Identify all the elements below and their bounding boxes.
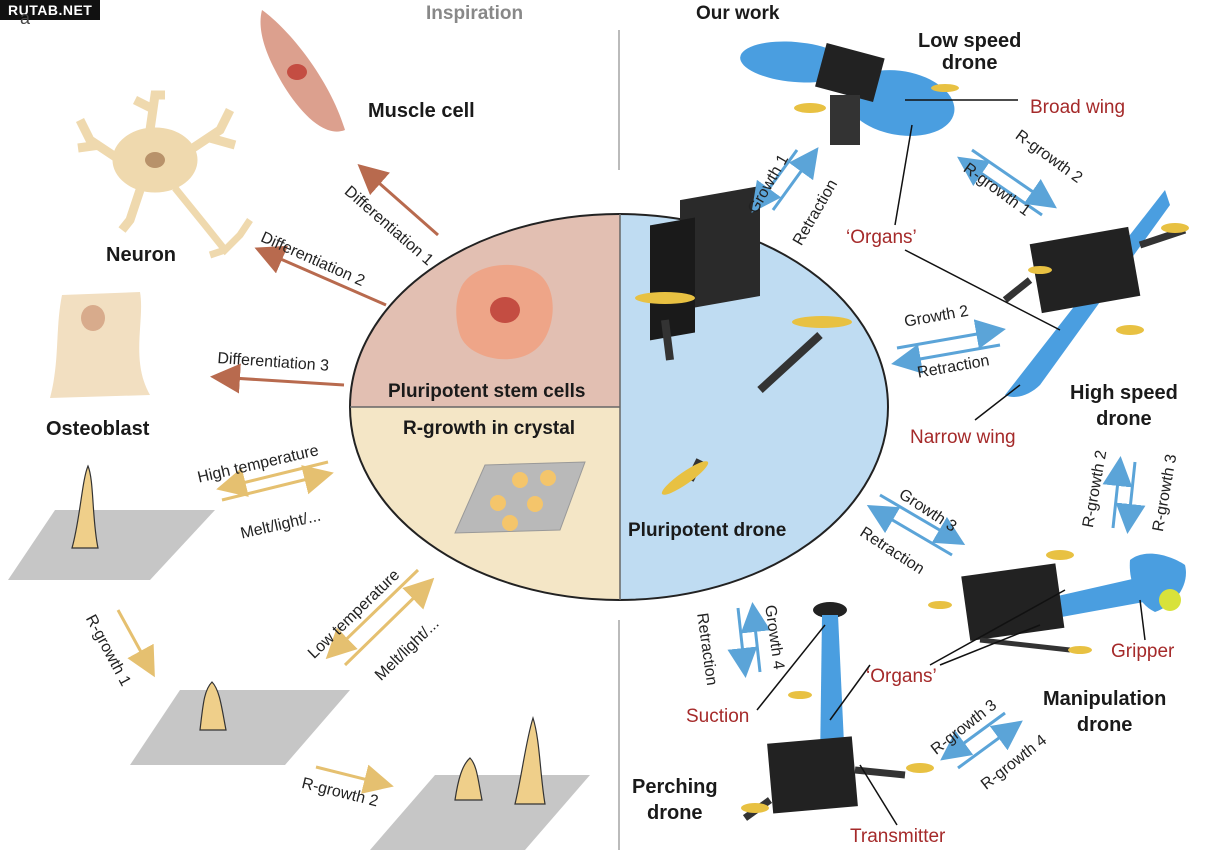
label-manipulation-drone: Manipulation drone [1043,686,1166,738]
label-perching-drone: Perching drone [632,774,718,826]
label-pluripotent-drone: Pluripotent drone [628,520,787,541]
label-rgrowth-crystal: R-growth in crystal [403,418,576,439]
header-inspiration: Inspiration [426,3,524,24]
label-gripper: Gripper [1111,641,1175,662]
crystal-plate-1 [8,464,215,580]
label-organs-top: ‘Organs’ [846,227,917,248]
central-circle [349,213,889,601]
leader-lines [756,99,1146,826]
label-muscle-cell: Muscle cell [368,100,475,122]
label-stem-cells: Pluripotent stem cells [388,381,586,402]
watermark: RUTAB.NET [0,0,101,20]
crystal-plate-2 [130,681,350,765]
label-suction: Suction [686,706,750,727]
diff1-arrow [357,164,439,237]
label-osteoblast: Osteoblast [46,418,150,440]
diff3-arrow [210,363,345,394]
low-speed-drone-icon [740,41,959,145]
retraction2-arrow [891,343,1001,374]
retraction3-arrow [866,504,953,557]
growth4-arrow [727,607,758,678]
muscle-cell-icon [260,10,345,132]
label-transmitter: Transmitter [850,826,946,847]
rg3-bottom-arrow [940,711,1006,761]
label-high-speed-drone: High speed drone [1070,380,1178,432]
low-speed-line2: drone [941,52,998,74]
growth2-arrow [896,319,1006,350]
header-our-work: Our work [696,3,780,24]
high-speed-line1: High speed [1070,382,1178,404]
high-speed-line2: drone [1096,408,1152,430]
panel-letter: a [20,8,31,28]
low-speed-line1: Low speed [918,30,1022,52]
perching-drone-icon [741,602,934,821]
rg4-bottom-arrow [957,720,1023,770]
rg1-top-arrow [957,156,1043,217]
perching-line2: drone [647,802,703,824]
rgrowth2-arrow [315,764,394,794]
label-low-speed-drone: Low speed drone [918,30,1021,74]
label-narrow-wing: Narrow wing [910,427,1016,448]
rg2-side-arrow [1102,456,1133,529]
crystal-plate-3 [370,716,590,850]
rgrowth1-arrow [116,609,155,678]
melt1-arrow [221,465,334,502]
high-speed-drone-icon [1002,190,1189,397]
label-broad-wing: Broad wing [1030,97,1126,118]
diff2-arrow [254,245,387,307]
manipulation-line2: drone [1076,714,1133,736]
manipulation-line1: Manipulation [1043,688,1167,710]
pluripotent-drone-icon [635,185,852,495]
osteoblast-icon [50,292,150,398]
rg3-side-arrow [1115,461,1146,534]
neuron-icon [75,90,253,259]
label-neuron: Neuron [106,244,176,266]
crystal-icon [454,461,586,534]
manipulation-drone-icon [928,550,1186,654]
label-organs-bottom: ‘Organs’ [866,666,937,687]
retraction1-arrow [771,147,819,211]
retraction4-arrow [740,602,771,673]
melt2-arrow [343,577,435,667]
perching-line1: Perching [632,776,718,798]
growth3-arrow [879,493,966,546]
stem-cell-icon [456,264,553,360]
